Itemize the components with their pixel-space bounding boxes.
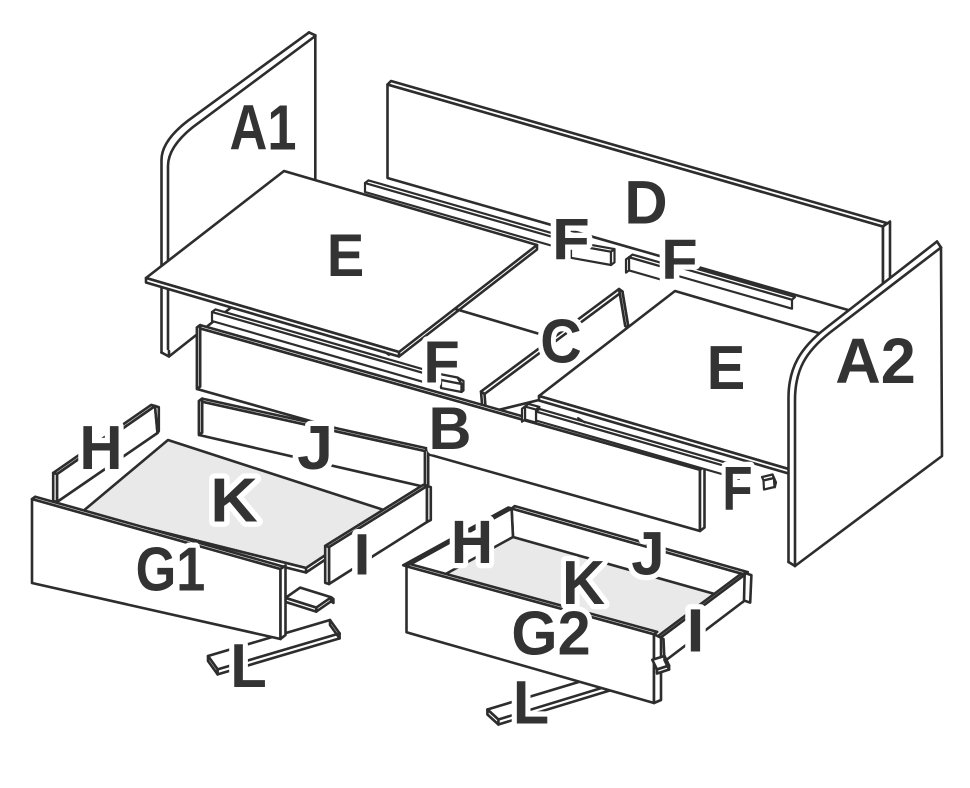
svg-text:L: L bbox=[513, 669, 549, 737]
svg-text:G2: G2 bbox=[511, 598, 590, 667]
svg-text:I: I bbox=[353, 522, 370, 588]
svg-text:E: E bbox=[707, 333, 746, 402]
svg-text:E: E bbox=[327, 222, 364, 289]
svg-text:H: H bbox=[451, 508, 493, 576]
svg-text:K: K bbox=[210, 465, 258, 535]
svg-text:C: C bbox=[540, 307, 581, 376]
svg-text:H: H bbox=[79, 413, 122, 482]
svg-text:A2: A2 bbox=[835, 327, 916, 397]
svg-text:G1: G1 bbox=[136, 535, 206, 604]
svg-text:L: L bbox=[230, 631, 267, 700]
svg-text:F: F bbox=[423, 329, 459, 396]
svg-text:D: D bbox=[624, 168, 667, 237]
svg-text:J: J bbox=[297, 414, 333, 482]
svg-text:A1: A1 bbox=[230, 93, 297, 164]
svg-text:J: J bbox=[631, 519, 664, 588]
svg-text:K: K bbox=[562, 548, 605, 617]
svg-text:F: F bbox=[722, 453, 752, 523]
svg-text:I: I bbox=[687, 597, 705, 665]
svg-text:B: B bbox=[429, 395, 472, 462]
svg-text:F: F bbox=[552, 206, 590, 272]
svg-text:F: F bbox=[661, 228, 697, 291]
